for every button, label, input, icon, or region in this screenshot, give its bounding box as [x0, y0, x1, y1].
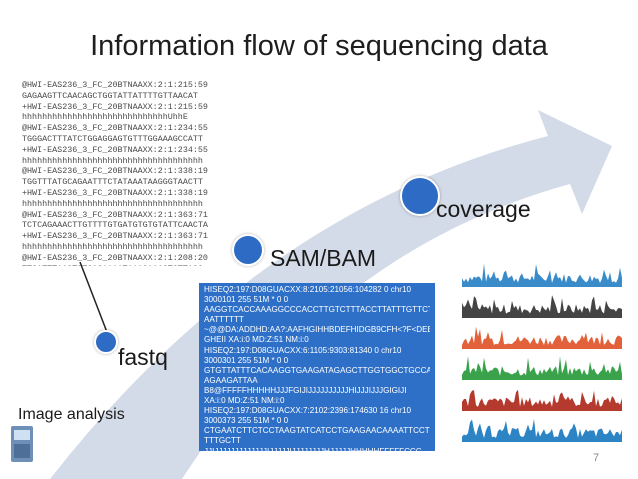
fastq-line: TTGATTTAACTCTGACAAAATAAACAAAGTCTTAGG	[22, 264, 220, 266]
sam-line: 3000301 255 51M * 0 0	[204, 355, 289, 365]
fastq-stage-dot	[94, 330, 118, 354]
page-number: 7	[593, 452, 600, 464]
fastq-line: @HWI-EAS236_3_FC_20BTNAAXX:2:1:363:71	[22, 209, 208, 220]
fastq-line: TGGTTTATGCAGAATTTCTATAAATAAGGGTAACTT	[22, 177, 203, 188]
fastq-line: +HWI-EAS236_3_FC_20BTNAAXX:2:1:234:55	[22, 144, 208, 155]
fastq-line: hhhhhhhhhhhhhhhhhhhhhhhhhhhhhUhhE	[22, 112, 188, 123]
fastq-line: GAGAAGTTCAACAGCTGGTATTATTTTGTTAACAT	[22, 90, 198, 101]
coverage-track	[462, 356, 622, 380]
fastq-line: @HWI-EAS236_3_FC_20BTNAAXX:2:1:215:59	[22, 80, 208, 90]
sam-line: 3000101 255 51M * 0 0	[204, 295, 289, 305]
fastq-line: +HWI-EAS236_3_FC_20BTNAAXX:2:1:363:71	[22, 231, 208, 242]
image-analysis-label: Image analysis	[18, 406, 125, 423]
sam-bam-label: SAM/BAM	[270, 245, 377, 271]
coverage-track	[462, 418, 622, 442]
coverage-track	[462, 263, 622, 287]
coverage-tracks-chart	[462, 263, 622, 442]
coverage-track	[462, 295, 622, 318]
sam-line: HISEQ2:197:D08GUACXX:8:2105:21056:104282…	[204, 285, 411, 294]
sam-line: ~@@DA:ADDHD:AA?:AAFHGIHHBDEFHIDGB9CFH<?F…	[204, 325, 430, 335]
coverage-track	[462, 389, 622, 411]
sam-line: HISEQ2:197:D08GUACXX:7:2102:2396:174630 …	[204, 406, 411, 416]
sam-line: CTGAATCTTCTCCTAAGTATCATCCTGAAGAACAAAATTC…	[204, 426, 430, 436]
sam-line: HISEQ2:197:D08GUACXX:6:1105:9303:81340 0…	[204, 345, 402, 355]
fastq-line: +HWI-EAS236_3_FC_20BTNAAXX:2:1:338:19	[22, 187, 208, 198]
sam-line: TTTGCTT	[204, 436, 241, 446]
sequencer-machine-icon	[11, 426, 33, 462]
fastq-line: @HWI-EAS236_3_FC_20BTNAAXX:2:1:208:20	[22, 252, 208, 263]
sam-line: AAGGTCACCAAAGGCCCACCTTGTCTTTACCTTATTTGTT…	[204, 305, 430, 315]
sam-line: XA:i:0 MD:Z:51 NM:i:0	[204, 396, 285, 406]
coverage-track	[462, 326, 622, 349]
sam-bam-record-box: HISEQ2:197:D08GUACXX:8:2105:21056:104282…	[199, 283, 435, 451]
coverage-label: coverage	[436, 196, 531, 222]
sam-line: B8@FFFFFHHHHHJJJFGIJIJJJJJJJJJJHIJJJIJJJ…	[204, 385, 407, 395]
fastq-line: hhhhhhhhhhhhhhhhhhhhhhhhhhhhhhhhhhhh	[22, 155, 203, 166]
sam-line: GTGTTATTTCACAAGGTGAAGATAGAGCTTGGTGGCTGCC…	[204, 365, 430, 375]
sam-line: 3000373 255 51M * 0 0	[204, 416, 289, 426]
fastq-label: fastq	[118, 344, 168, 370]
sam-bam-stage-dot	[232, 234, 264, 266]
fastq-connector-line	[79, 261, 111, 341]
sam-line: AATTTTTT	[204, 315, 244, 325]
fastq-line: TGGGACTTTATCTGGAGGAGTGTTTGGAAAGCCATT	[22, 133, 203, 144]
fastq-line: hhhhhhhhhhhhhhhhhhhhhhhhhhhhhhhhhhhh	[22, 241, 203, 252]
slide-title: Information flow of sequencing data	[90, 30, 548, 62]
fastq-line: @HWI-EAS236_3_FC_20BTNAAXX:2:1:234:55	[22, 123, 208, 134]
sam-line: GHEII XA:i:0 MD:Z:51 NM:i:0	[204, 335, 309, 345]
sam-line: AGAAGATTAA	[204, 375, 258, 385]
fastq-line: TCTCAGAAACTTGTTTTGTGATGTGTGTATTCAACTA	[22, 220, 208, 231]
fastq-line: +HWI-EAS236_3_FC_20BTNAAXX:2:1:215:59	[22, 101, 208, 112]
sam-line: JJIJJJJJJJJJJJJJIJJJJJIJJJJJJJJHJJJJJHHH…	[204, 446, 422, 452]
coverage-stage-dot	[400, 176, 440, 216]
fastq-line: hhhhhhhhhhhhhhhhhhhhhhhhhhhhhhhhhhhh	[22, 198, 203, 209]
fastq-line: @HWI-EAS236_3_FC_20BTNAAXX:2:1:338:19	[22, 166, 208, 177]
